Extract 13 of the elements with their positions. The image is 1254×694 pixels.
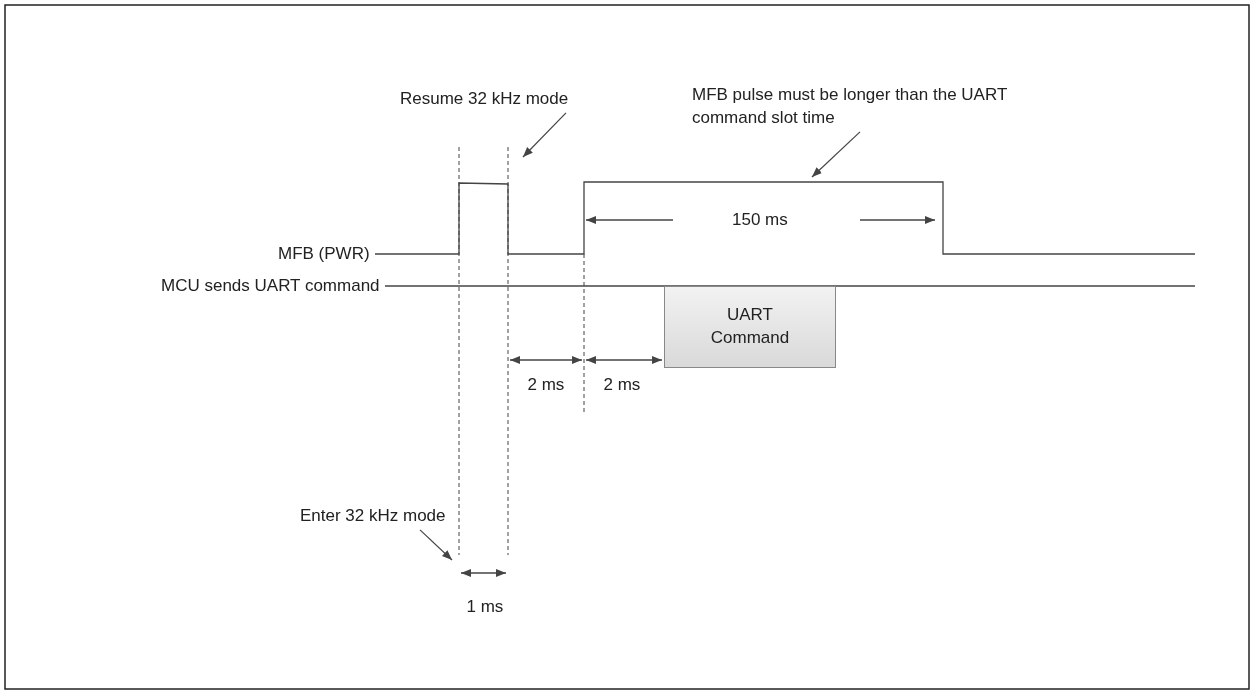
duration-label: 1 ms	[466, 596, 504, 618]
duration-label: 2 ms	[603, 374, 641, 396]
leader-line	[419, 529, 453, 561]
signal-name: MFB (PWR)	[278, 243, 370, 265]
leader-line	[811, 131, 861, 178]
callout-text: MFB pulse must be longer than the UART command slot time	[692, 84, 1042, 130]
duration-label: 150 ms	[732, 209, 788, 231]
leader-line	[522, 112, 567, 158]
command-box: UART Command	[664, 286, 836, 368]
signal-name: MCU sends UART command	[161, 275, 380, 297]
callout-text: Enter 32 kHz mode	[300, 505, 446, 528]
duration-label: 2 ms	[527, 374, 565, 396]
callout-text: Resume 32 kHz mode	[400, 88, 569, 111]
